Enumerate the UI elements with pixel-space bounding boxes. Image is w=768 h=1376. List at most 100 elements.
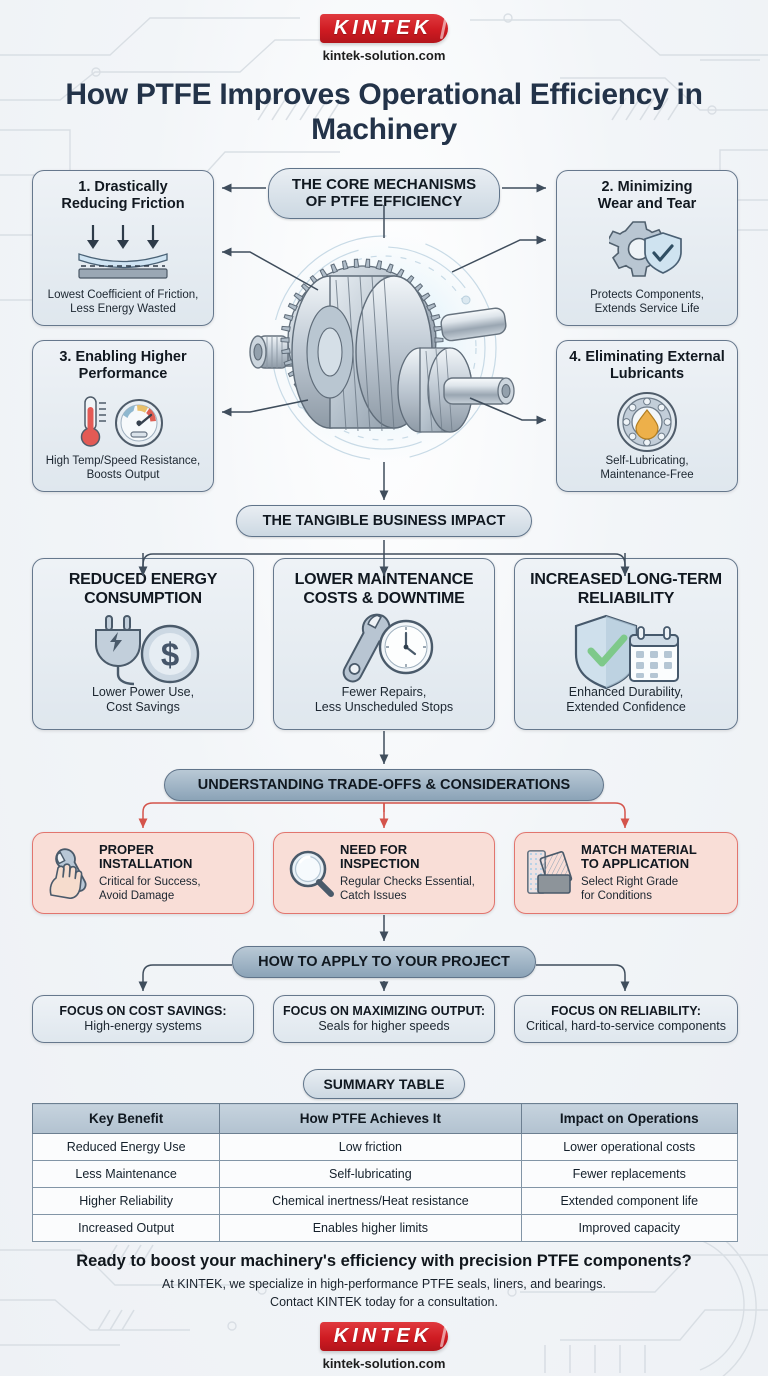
magnifier-icon: [282, 847, 338, 899]
mechanism-card-4-sub-line1: Self-Lubricating,: [605, 454, 689, 467]
table-cell: Low friction: [219, 1133, 522, 1161]
tradeoff-inspection-sub-line2: Catch Issues: [340, 890, 407, 903]
table-header-cell: Key Benefit: [31, 1103, 221, 1134]
mechanism-card-4-title-line1: 4. Eliminating External: [569, 349, 725, 365]
kintek-logo-footer-text: KINTEK: [333, 1325, 433, 1347]
gauge: [115, 399, 163, 448]
summary-table: Key Benefit How PTFE Achieves It Impact …: [31, 1103, 738, 1242]
mechanism-card-3-title-line2: Performance: [78, 366, 168, 383]
table-cell: Extended component life: [520, 1187, 738, 1215]
kintek-logo-footer: KINTEK: [319, 1322, 449, 1351]
impact-card-energy-sub: Lower Power Use, Cost Savings: [33, 685, 253, 716]
apply-card-reliability-sub: Critical, hard-to-service components: [525, 1019, 727, 1034]
table-row: Reduced Energy Use Low friction Lower op…: [31, 1133, 738, 1161]
table-cell: Less Maintenance: [31, 1160, 221, 1188]
brand-url: kintek-solution.com: [322, 48, 446, 63]
mechanism-card-2-sub: Protects Components, Extends Service Lif…: [557, 288, 737, 316]
apply-card-cost-title: FOCUS ON COST SAVINGS:: [59, 1003, 227, 1018]
tradeoff-material-title-line1: MATCH MATERIAL: [581, 841, 697, 857]
table-cell: Improved capacity: [520, 1214, 738, 1242]
mechanism-card-1-title-line2: Reducing Friction: [61, 196, 185, 213]
core-heading-line2: OF PTFE EFFICIENCY: [305, 193, 463, 211]
mechanism-card-2-sub-line2: Extends Service Life: [594, 302, 700, 315]
shield-check-calendar-icon: [515, 613, 737, 689]
kintek-logo: KINTEK: [319, 14, 449, 43]
mechanism-card-3-sub-line2: Boosts Output: [86, 468, 160, 481]
impact-card-maintenance-title-line1: LOWER MAINTENANCE: [294, 571, 474, 588]
gear-assembly-illustration: [249, 230, 515, 466]
apply-card-output: FOCUS ON MAXIMIZING OUTPUT: Seals for hi…: [273, 995, 495, 1043]
impact-card-maintenance-sub-line2: Less Unscheduled Stops: [314, 699, 454, 714]
page-title: How PTFE Improves Operational Efficiency…: [65, 78, 703, 147]
impact-card-energy-sub-line1: Lower Power Use,: [91, 684, 195, 699]
table-cell: Self-lubricating: [219, 1160, 522, 1188]
footer-brand-url: kintek-solution.com: [322, 1356, 446, 1371]
tradeoff-material-title-line2: TO APPLICATION: [581, 856, 690, 872]
gear-shield-icon: [563, 221, 731, 283]
mechanism-card-1-sub: Lowest Coefficient of Friction, Less Ene…: [33, 288, 213, 316]
thermometer-gauge-icon: [39, 391, 207, 453]
mechanism-card-1-sub-line1: Lowest Coefficient of Friction,: [47, 288, 199, 301]
table-cell: Increased Output: [31, 1214, 221, 1242]
impact-card-energy-title-line2: CONSUMPTION: [84, 589, 202, 607]
table-header-cell: How PTFE Achieves It: [219, 1103, 522, 1134]
tradeoff-installation-sub-line1: Critical for Success,: [99, 876, 201, 889]
cta-block: Ready to boost your machinery's efficien…: [0, 1252, 768, 1311]
tradeoff-card-material-title: MATCH MATERIAL TO APPLICATION: [581, 841, 729, 873]
impact-card-reliability-sub: Enhanced Durability, Extended Confidence: [515, 685, 737, 716]
core-heading-line1: THE CORE MECHANISMS: [291, 176, 477, 193]
impact-card-energy: REDUCED ENERGY CONSUMPTION $ Lower Power…: [32, 558, 254, 730]
apply-card-reliability-title: FOCUS ON RELIABILITY:: [551, 1003, 701, 1018]
impact-card-energy-title: REDUCED ENERGY CONSUMPTION: [33, 559, 253, 609]
footer-brand: KINTEK kintek-solution.com: [0, 1322, 768, 1371]
table-cell: Chemical inertness/Heat resistance: [219, 1187, 522, 1215]
mechanism-card-2-title-line1: 2. Minimizing: [601, 179, 693, 195]
apply-card-cost-sub: High-energy systems: [84, 1019, 202, 1034]
kintek-logo-text: KINTEK: [333, 17, 433, 39]
mechanism-card-3-title-line1: 3. Enabling Higher: [59, 349, 187, 365]
bearing-oil-drop-icon: [563, 391, 731, 453]
table-row: Increased Output Enables higher limits I…: [31, 1214, 738, 1242]
mechanism-card-1: 1. Drastically Reducing Friction Lowest …: [32, 170, 214, 326]
impact-card-reliability-title: INCREASED LONG-TERM RELIABILITY: [515, 559, 737, 609]
apply-card-reliability: FOCUS ON RELIABILITY: Critical, hard-to-…: [514, 995, 738, 1043]
impact-card-maintenance-sub-line1: Fewer Repairs,: [341, 684, 427, 699]
mechanism-card-4-title-line2: Lubricants: [609, 366, 685, 383]
cta-line-1: At KINTEK, we specialize in high-perform…: [162, 1277, 606, 1291]
summary-table-element: Key Benefit How PTFE Achieves It Impact …: [31, 1103, 738, 1242]
mechanism-card-4-sub: Self-Lubricating, Maintenance-Free: [557, 454, 737, 482]
table-cell: Enables higher limits: [219, 1214, 522, 1242]
svg-text:$: $: [161, 636, 179, 673]
header-brand: KINTEK kintek-solution.com: [0, 0, 768, 63]
impact-card-maintenance: LOWER MAINTENANCE COSTS & DOWNTIME: [273, 558, 495, 730]
cta-headline: Ready to boost your machinery's efficien…: [76, 1252, 692, 1270]
apply-card-output-sub: Seals for higher speeds: [318, 1019, 450, 1034]
impact-card-reliability-sub-line2: Extended Confidence: [566, 699, 686, 714]
apply-card-output-title: FOCUS ON MAXIMIZING OUTPUT:: [282, 1003, 486, 1018]
apply-card-cost: FOCUS ON COST SAVINGS: High-energy syste…: [32, 995, 254, 1043]
impact-card-maintenance-title: LOWER MAINTENANCE COSTS & DOWNTIME: [274, 559, 494, 609]
tradeoff-card-material-text: MATCH MATERIAL TO APPLICATION Select Rig…: [579, 841, 729, 904]
mechanism-card-4-sub-line2: Maintenance-Free: [600, 468, 694, 481]
impact-card-reliability-title-line2: RELIABILITY: [577, 589, 675, 607]
mechanism-card-2-title: 2. Minimizing Wear and Tear: [563, 179, 731, 213]
impact-card-energy-sub-line2: Cost Savings: [106, 699, 180, 714]
tradeoff-card-inspection-text: NEED FOR INSPECTION Regular Checks Essen…: [338, 841, 486, 904]
table-header-row: Key Benefit How PTFE Achieves It Impact …: [31, 1103, 738, 1134]
wrench-clock-icon: [274, 613, 494, 689]
tradeoff-card-material: MATCH MATERIAL TO APPLICATION Select Rig…: [514, 832, 738, 914]
table-header-cell: Impact on Operations: [520, 1103, 738, 1134]
table-cell: Fewer replacements: [520, 1160, 738, 1188]
mechanism-card-4: 4. Eliminating External Lubricants: [556, 340, 738, 492]
tradeoff-installation-sub-line2: Avoid Damage: [99, 890, 175, 903]
tradeoffs-heading: UNDERSTANDING TRADE-OFFS & CONSIDERATION…: [164, 769, 604, 801]
tradeoff-card-installation-sub: Critical for Success, Avoid Damage: [99, 875, 245, 903]
material-swatches-icon: [523, 847, 579, 899]
tradeoff-material-sub-line2: for Conditions: [581, 890, 652, 903]
tradeoff-inspection-title-line1: NEED FOR: [340, 841, 408, 857]
impact-card-reliability: INCREASED LONG-TERM RELIABILITY: [514, 558, 738, 730]
tradeoff-card-installation-title: PROPER INSTALLATION: [99, 842, 245, 873]
table-cell: Reduced Energy Use: [31, 1133, 221, 1161]
mechanism-card-1-sub-line2: Less Energy Wasted: [70, 302, 176, 315]
impact-card-reliability-title-line1: INCREASED LONG-TERM: [530, 571, 722, 588]
